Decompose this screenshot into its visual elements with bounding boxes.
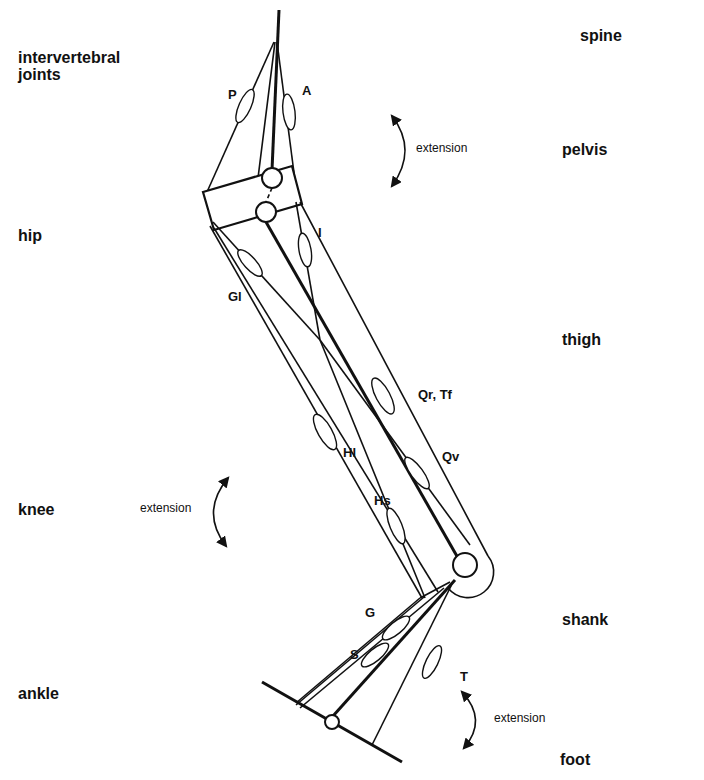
- part-label: Gl: [228, 290, 242, 304]
- part-label: Hs: [374, 494, 391, 508]
- part-label: T: [460, 670, 468, 684]
- part-label: Qr, Tf: [418, 388, 452, 402]
- part-label: knee: [18, 502, 54, 519]
- part-label: thigh: [562, 332, 601, 349]
- part-label: P: [228, 88, 237, 102]
- part-label: ankle: [18, 686, 59, 703]
- part-label: A: [302, 84, 311, 98]
- part-label: extension: [494, 712, 545, 725]
- part-label: G: [365, 606, 375, 620]
- part-label: pelvis: [562, 142, 607, 159]
- part-label: foot: [560, 752, 590, 769]
- part-label: intervertebral joints: [18, 50, 128, 84]
- part-label: shank: [562, 612, 608, 629]
- part-label: Qv: [442, 450, 459, 464]
- part-label: hip: [18, 228, 42, 245]
- part-label: extension: [416, 142, 467, 155]
- part-label: Hl: [343, 446, 356, 460]
- part-label: I: [318, 226, 322, 240]
- part-label: S: [350, 648, 359, 662]
- part-label: spine: [580, 28, 622, 45]
- part-label: extension: [140, 502, 191, 515]
